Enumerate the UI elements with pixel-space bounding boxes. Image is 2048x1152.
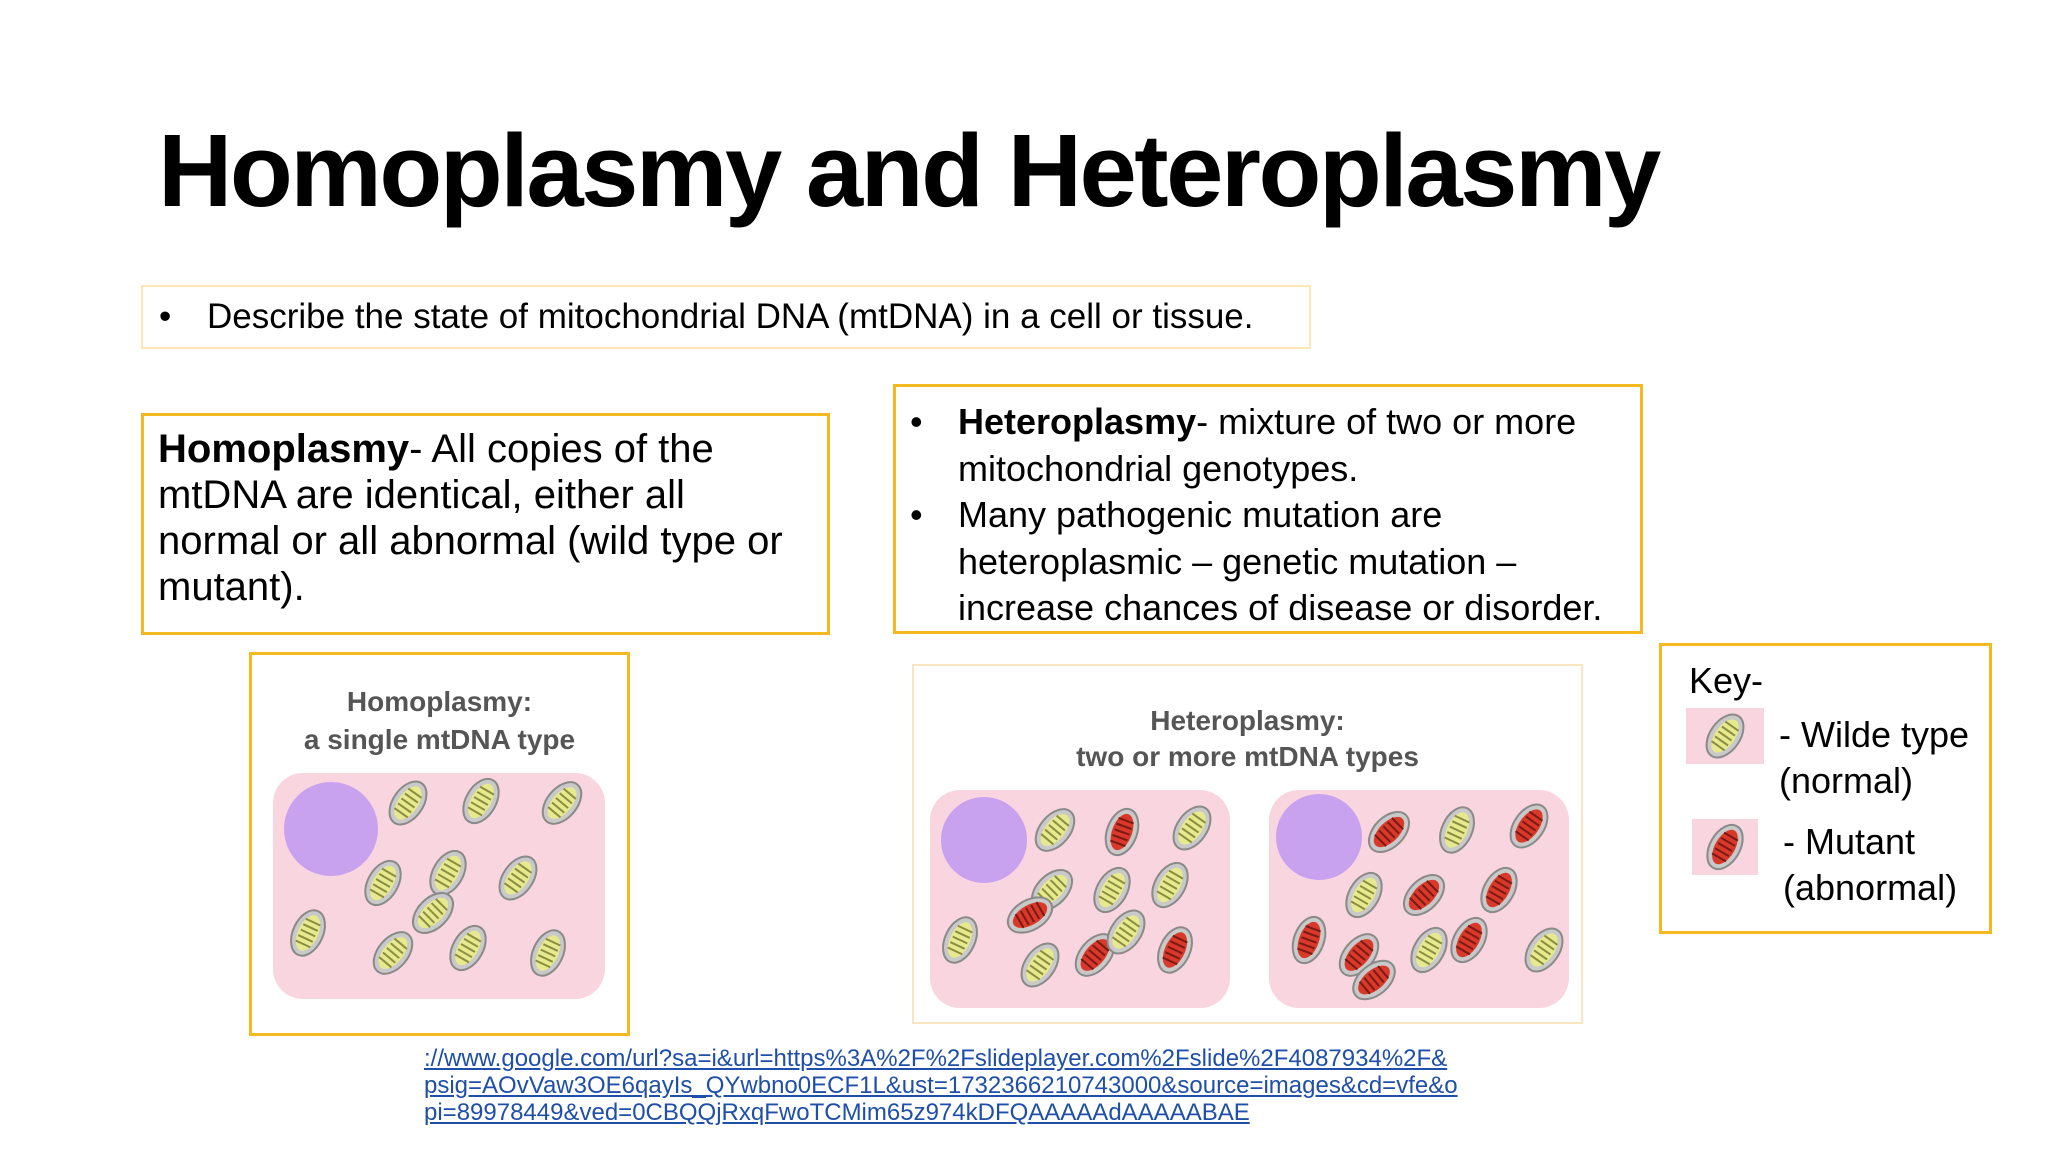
- wild-type-mitochondrion-icon: [449, 924, 487, 972]
- wild-type-mitochondrion-icon: [1020, 942, 1060, 988]
- mutant-mitochondrion-icon: [1367, 810, 1411, 854]
- homoplasmy-definition: - All copies of the mtDNA are identical,…: [158, 427, 783, 609]
- mutant-mitochondrion-icon: [1706, 823, 1744, 871]
- mutant-mitochondrion-icon: [1402, 873, 1446, 917]
- wild-type-mitochondrion-icon: [942, 916, 978, 964]
- mutant-mitochondrion-icon: [1450, 916, 1488, 964]
- wild-type-mitochondrion-icon: [1093, 866, 1131, 914]
- homoplasmy-cell-illustration: [273, 773, 605, 999]
- image-source-link[interactable]: ://www.google.com/url?sa=i&url=https%3A%…: [424, 1045, 1458, 1126]
- heteroplasmy-caption-line1: Heteroplasmy:: [1150, 705, 1345, 736]
- link-line-1[interactable]: ://www.google.com/url?sa=i&url=https%3A%…: [424, 1045, 1448, 1072]
- wild-type-mitochondrion-icon: [372, 931, 414, 975]
- bullet-marker: •: [910, 494, 923, 535]
- homoplasmy-definition-box: Homoplasmy- All copies of the mtDNA are …: [141, 413, 830, 635]
- homoplasmy-term: Homoplasmy: [158, 427, 410, 471]
- homoplasmy-caption-line2: a single mtDNA type: [303, 724, 576, 755]
- wild-type-mitochondrion-icon: [530, 929, 566, 977]
- wild-type-mitochondrion-icon: [364, 859, 402, 907]
- wild-type-mitochondrion-icon: [462, 777, 500, 825]
- wild-type-mitochondrion-icon: [411, 891, 455, 935]
- intro-text: Describe the state of mitochondrial DNA …: [207, 297, 1254, 336]
- mutant-mitochondrion-icon: [1509, 803, 1549, 849]
- homoplasmy-figure: Homoplasmy: a single mtDNA type: [249, 652, 630, 1036]
- mutant-mitochondrion-icon: [1104, 807, 1140, 857]
- slide-title: Homoplasmy and Heteroplasmy: [158, 113, 1661, 228]
- wild-type-mitochondrion-icon: [1172, 805, 1212, 851]
- homoplasmy-caption-line1: Homoplasmy:: [346, 686, 533, 717]
- nucleus: [1276, 794, 1362, 880]
- bullet-marker: •: [159, 297, 172, 336]
- heteroplasmy-cell-illustration-left: [930, 790, 1230, 1008]
- wild-type-mitochondrion-icon: [541, 781, 583, 825]
- wild-type-mitochondrion-icon: [1705, 713, 1745, 759]
- key-wild-type-label: - Wilde type: [1779, 714, 1970, 755]
- key-title: Key-: [1689, 660, 1764, 701]
- wild-type-mitochondrion-icon: [1439, 806, 1475, 854]
- wild-type-mitochondrion-icon: [1106, 909, 1146, 955]
- wild-type-mitochondrion-icon: [1524, 927, 1564, 973]
- wild-type-mitochondrion-icon: [290, 909, 326, 957]
- mutant-mitochondrion-icon: [1006, 896, 1054, 934]
- link-line-2[interactable]: psig=AOvVaw3OE6qayIs_QYwbno0ECF1L&ust=17…: [424, 1072, 1458, 1099]
- heteroplasmy-definition-box: • Heteroplasmy- mixture of two or more m…: [893, 384, 1643, 634]
- nucleus: [284, 782, 378, 876]
- pathogenic-mutation-text: Many pathogenic mutation are heteroplasm…: [958, 494, 1603, 628]
- wild-type-mitochondrion-icon: [1034, 808, 1076, 852]
- key-mutant-label: - Mutant: [1783, 821, 1916, 862]
- heteroplasmy-bullet-1: • Heteroplasmy- mixture of two or more m…: [910, 399, 1626, 492]
- link-line-3[interactable]: pi=89978449&ved=0CBQQjRxqFwoTCMim65z974k…: [424, 1099, 1250, 1126]
- mutant-mitochondrion-icon: [1480, 866, 1518, 914]
- key-wild-type-sublabel: (normal): [1779, 760, 1914, 801]
- wild-type-mitochondrion-icon: [498, 855, 538, 901]
- wild-type-swatch-icon: [1686, 708, 1764, 764]
- heteroplasmy-bullet-2: • Many pathogenic mutation are heteropla…: [910, 492, 1626, 632]
- mutant-mitochondrion-icon: [1291, 915, 1327, 965]
- mutant-swatch-icon: [1692, 819, 1758, 875]
- key-mutant-sublabel: (abnormal): [1783, 867, 1958, 908]
- nucleus: [941, 797, 1027, 883]
- heteroplasmy-term: Heteroplasmy: [958, 401, 1197, 442]
- mutant-mitochondrion-icon: [1157, 926, 1193, 974]
- mutant-mitochondrion-icon: [1352, 959, 1396, 1001]
- heteroplasmy-definition: - mixture of two or more mitochondrial g…: [958, 401, 1577, 489]
- heteroplasmy-cell-illustration-right: [1269, 790, 1569, 1008]
- heteroplasmy-figure: Heteroplasmy: two or more mtDNA types: [912, 664, 1583, 1024]
- wild-type-mitochondrion-icon: [1151, 861, 1189, 909]
- heteroplasmy-caption-line2: two or more mtDNA types: [1076, 741, 1419, 772]
- wild-type-mitochondrion-icon: [1410, 926, 1448, 974]
- wild-type-mitochondrion-icon: [429, 849, 467, 897]
- intro-bullet-box: • Describe the state of mitochondrial DN…: [141, 285, 1311, 349]
- bullet-marker: •: [910, 401, 923, 442]
- wild-type-mitochondrion-icon: [1345, 871, 1383, 919]
- legend-key-box: Key- - Wilde type (normal) - Mutant (abn…: [1659, 643, 1992, 934]
- wild-type-mitochondrion-icon: [388, 780, 428, 826]
